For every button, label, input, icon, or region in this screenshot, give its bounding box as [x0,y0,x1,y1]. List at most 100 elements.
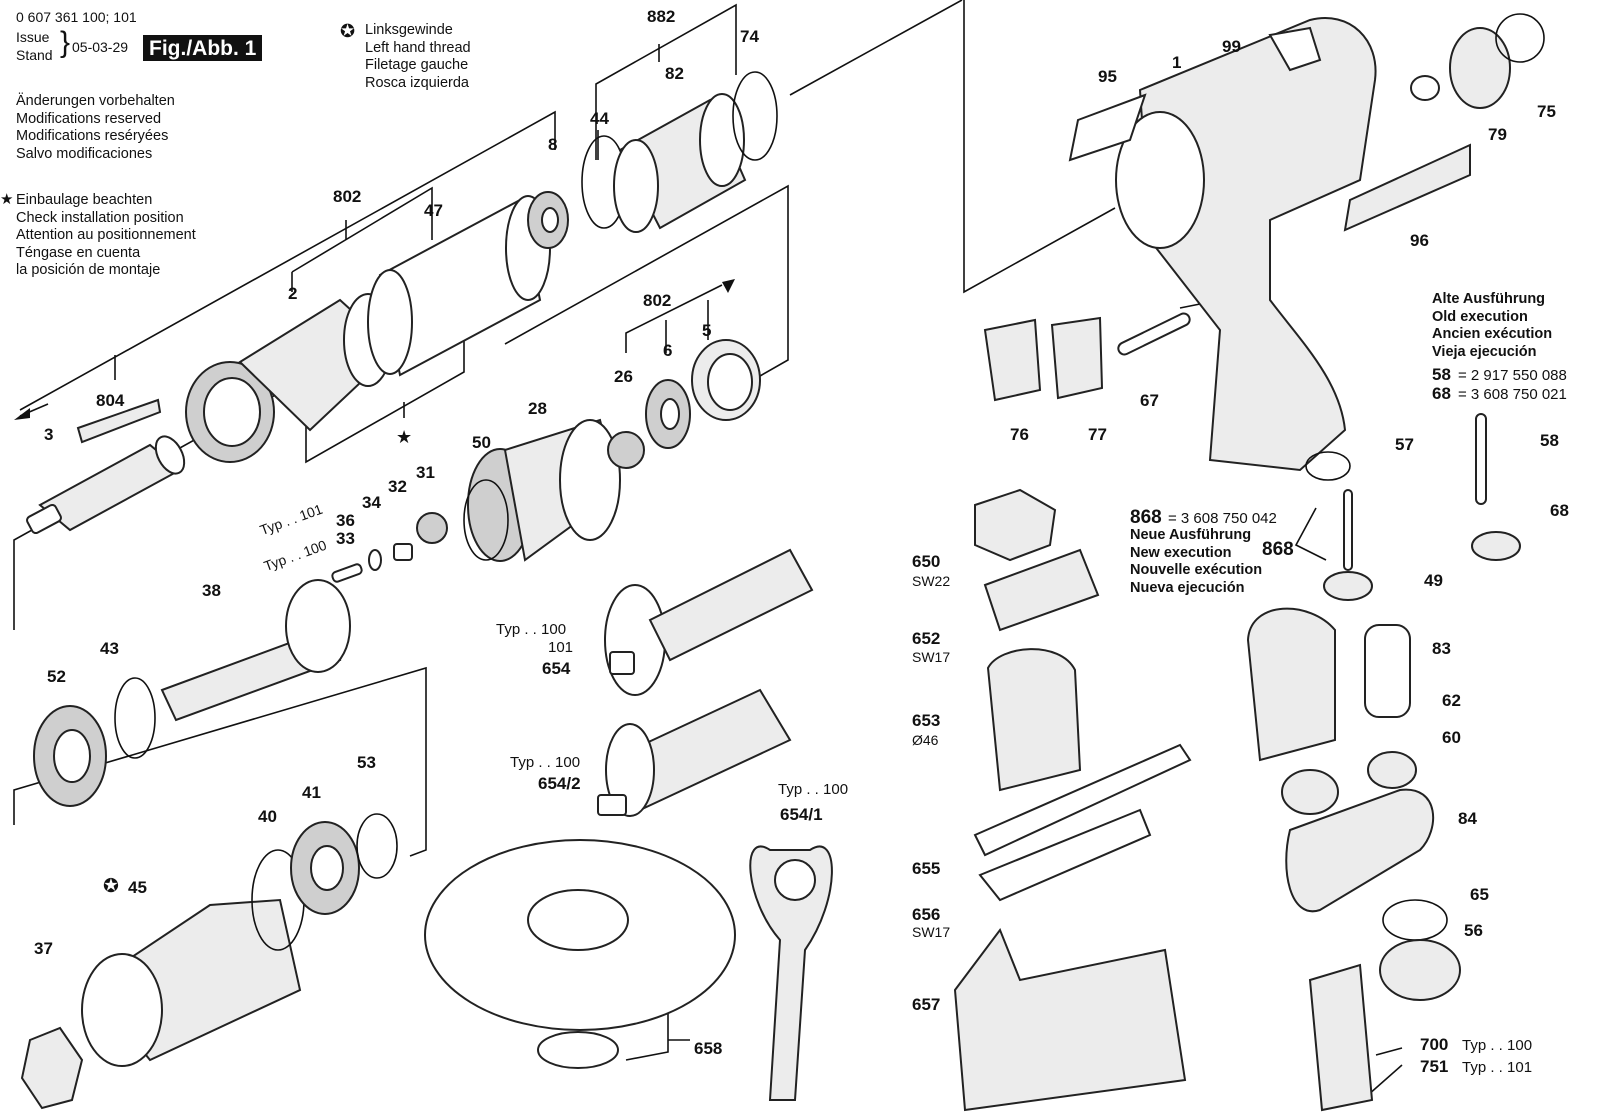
label-77: 77 [1088,425,1107,444]
brace-icon: } [60,26,71,59]
label-79: 79 [1488,125,1507,144]
label-76: 76 [1010,425,1029,444]
part-50-washer [463,479,509,561]
label-49: 49 [1424,571,1443,590]
label-45: 45 [128,878,147,897]
typ-654-1-label: Typ . . 100 [778,781,849,798]
label-33: 33 [336,529,355,548]
old-58-number: 58 [1432,365,1451,384]
part-76-block [983,318,1042,402]
part-57-ring [1305,451,1351,481]
label-36: 36 [336,511,355,530]
part-650-plug [974,488,1057,562]
left-hand-thread-symbol-icon: ✪ [340,21,356,41]
label-654: 654 [542,659,571,678]
label-882: 882 [647,7,676,26]
install-star-icon: ★ [0,191,14,208]
label-802-upper: 802 [333,187,362,206]
label-804: 804 [96,391,125,410]
diameter-46-label: Ø46 [912,732,939,748]
bracket-804 [19,110,556,411]
label-31: 31 [416,463,435,482]
label-60: 60 [1442,728,1461,747]
part-3-rotor [26,435,186,535]
part-5-ring-gear [691,339,761,421]
label-58: 58 [1540,431,1559,450]
label-654-2: 654/2 [538,774,581,793]
part-75-ring [1495,13,1545,63]
part-652-nipple [983,548,1100,632]
part-41-bearing [290,821,360,915]
part-67-pin [1117,312,1191,356]
label-26: 26 [614,367,633,386]
label-32: 32 [388,477,407,496]
label-62: 62 [1442,691,1461,710]
part-1-housing [1115,17,1377,472]
part-52-bearing [33,705,107,807]
label-2: 2 [288,284,298,303]
part-28-gear [467,418,621,562]
part-99-label [1268,26,1322,72]
part-49-filter [1246,607,1336,762]
label-82: 82 [665,64,684,83]
part-38-spindle [160,579,351,722]
label-57: 57 [1395,435,1414,454]
label-99: 99 [1222,37,1241,56]
part-60-sieve [1367,751,1417,789]
document-number: 0 607 361 100; 101 [16,9,137,25]
label-802-lower: 802 [643,291,672,310]
label-41: 41 [302,783,321,802]
bracket-882 [595,3,737,160]
label-37: 37 [34,939,53,958]
label-84: 84 [1458,809,1477,828]
bracket-802b [625,284,723,353]
part-654-1-handle [749,845,833,1101]
label-700: 700 [1420,1035,1449,1054]
part-79-fitting [1410,27,1511,109]
label-52: 52 [47,667,66,686]
part-655-key [973,743,1192,857]
label-74: 74 [740,27,759,46]
part-62-sieve [1281,769,1339,815]
new-execution-note: Neue Ausführung New execution Nouvelle e… [1130,527,1263,596]
bracket-868 [1294,507,1327,561]
label-654-1: 654/1 [780,805,823,824]
old-68-number: 68 [1432,384,1451,403]
label-40: 40 [258,807,277,826]
install-position-note: Einbaulage beachten Check installation p… [16,192,196,278]
part-656-wrench [978,808,1152,902]
label-655: 655 [912,859,941,878]
issue-label: Issue [16,29,50,45]
part-83-spring [1364,624,1411,718]
label-868: 868 [1262,539,1294,560]
frame-line-5 [504,184,789,377]
label-751: 751 [1420,1057,1449,1076]
label-68: 68 [1550,501,1569,520]
sw22-label: SW22 [912,573,951,589]
label-657: 657 [912,995,941,1014]
part-654-handle [604,548,814,696]
part-58-pin [1475,413,1487,505]
label-3: 3 [44,425,54,444]
label-1: 1 [1172,53,1182,72]
stand-label: Stand [16,47,53,63]
label-83: 83 [1432,639,1451,658]
label-96: 96 [1410,231,1429,250]
label-50: 50 [472,433,491,452]
label-38: 38 [202,581,221,600]
install-star-marker-icon: ★ [396,427,413,447]
typ-700-label: Typ . . 100 [1462,1037,1533,1054]
label-650: 650 [912,552,941,571]
label-67: 67 [1140,391,1159,410]
part-2-cylinder [185,293,397,463]
label-8: 8 [548,135,558,154]
part-868-valve [1323,489,1373,601]
typ-751-label: Typ . . 101 [1462,1059,1533,1076]
label-44: 44 [590,109,609,128]
part-31-pinion [416,512,448,544]
modifications-note: Änderungen vorbehalten Modifications res… [16,93,175,162]
frame-line-housing [963,0,1116,294]
part-34-washer [368,549,382,571]
part-33-pin [331,563,363,583]
leader-diagonal-top [789,0,963,96]
